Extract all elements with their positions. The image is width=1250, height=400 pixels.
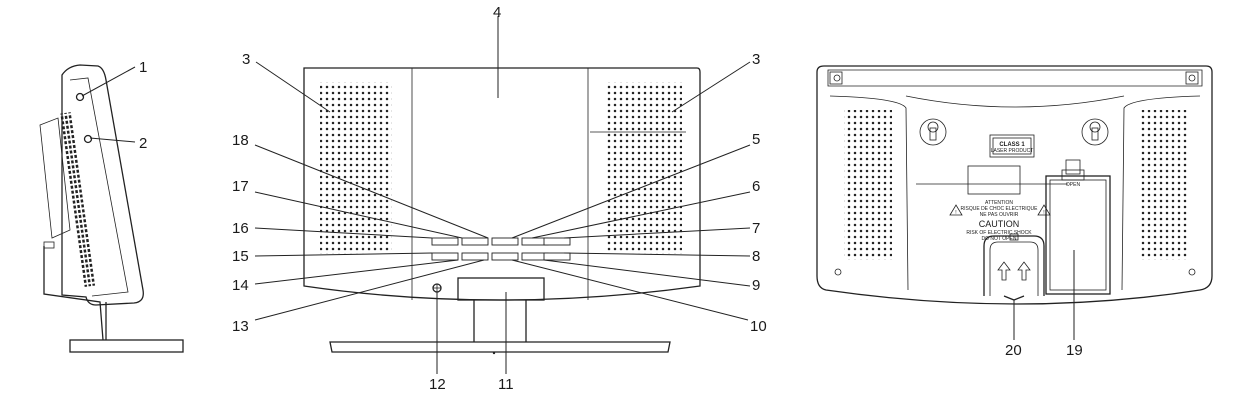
front-stand-base [329,341,671,353]
side-stand-base [69,339,184,353]
warning-triangle-icon [949,204,963,216]
wall-mount-keyhole-left [919,118,947,146]
stand-bracket[interactable] [983,233,1045,301]
do-not-open-text: DO NOT OPEN [982,236,1017,242]
callout-4: 4 [493,4,501,21]
callout-17: 17 [232,178,249,195]
callout-15: 15 [232,248,249,265]
laser-class-text: CLASS 1 [999,142,1025,148]
up-arrow-icon [997,261,1011,281]
laser-class-label [989,134,1035,158]
right-speaker-grille [606,82,682,254]
callout-13: 13 [232,318,249,335]
laser-product-text: LASER PRODUCT [991,148,1034,154]
left-speaker-grille [320,82,392,254]
side-jack-2 [83,134,93,144]
callout-18: 18 [232,132,249,149]
callout-16: 16 [232,220,249,237]
battery-compartment-door[interactable]: OPEN [1045,159,1111,295]
callout-2: 2 [139,135,147,152]
rear-left-vent [844,110,892,260]
front-display-window [457,277,545,301]
callout-10: 10 [750,318,767,335]
callout-numbers: 1 2 3 3 4 5 6 7 8 9 10 11 12 13 14 15 16… [139,4,1083,393]
rear-view: CLASS 1 LASER PRODUCT ! ! ATTENTION RISQ… [816,65,1213,305]
side-vent-grille [59,112,97,287]
caution-text: CAUTION [979,219,1020,229]
attention-text: ATTENTION [985,200,1013,206]
side-jack-1 [75,92,85,102]
rear-right-vent [1140,110,1188,260]
callout-19: 19 [1066,342,1083,359]
wall-mount-keyhole-right [1081,118,1109,146]
control-button[interactable] [431,237,459,246]
shock-text: RISK OF ELECTRIC SHOCK [966,230,1032,236]
ne-pas-ouvrir-text: NE PAS OUVRIR [980,212,1019,218]
callout-11: 11 [498,376,514,393]
control-button[interactable] [431,252,459,261]
callout-1: 1 [139,59,147,76]
callout-14: 14 [232,277,249,294]
callout-5: 5 [752,131,760,148]
warning-triangle-icon [1037,204,1051,216]
risque-text: RISQUE DE CHOC ELECTRIQUE [961,206,1039,212]
svg-text:!: ! [955,210,956,216]
callout-12: 12 [429,376,446,393]
side-view [39,64,184,353]
callout-3-right: 3 [752,51,760,68]
control-button[interactable] [491,252,519,261]
callout-6: 6 [752,178,760,195]
callout-20: 20 [1005,342,1022,359]
control-button[interactable] [491,237,519,246]
up-arrow-icon [1017,261,1031,281]
open-text: OPEN [1066,182,1081,188]
callout-8: 8 [752,248,760,265]
callout-3-left: 3 [242,51,250,68]
front-view [303,67,701,355]
control-button[interactable] [543,252,571,261]
callout-9: 9 [752,277,760,294]
callout-7: 7 [752,220,760,237]
control-button[interactable] [461,237,489,246]
svg-text:!: ! [1043,210,1044,216]
leader-lines [81,16,1075,374]
control-button[interactable] [461,252,489,261]
control-button[interactable] [543,237,571,246]
